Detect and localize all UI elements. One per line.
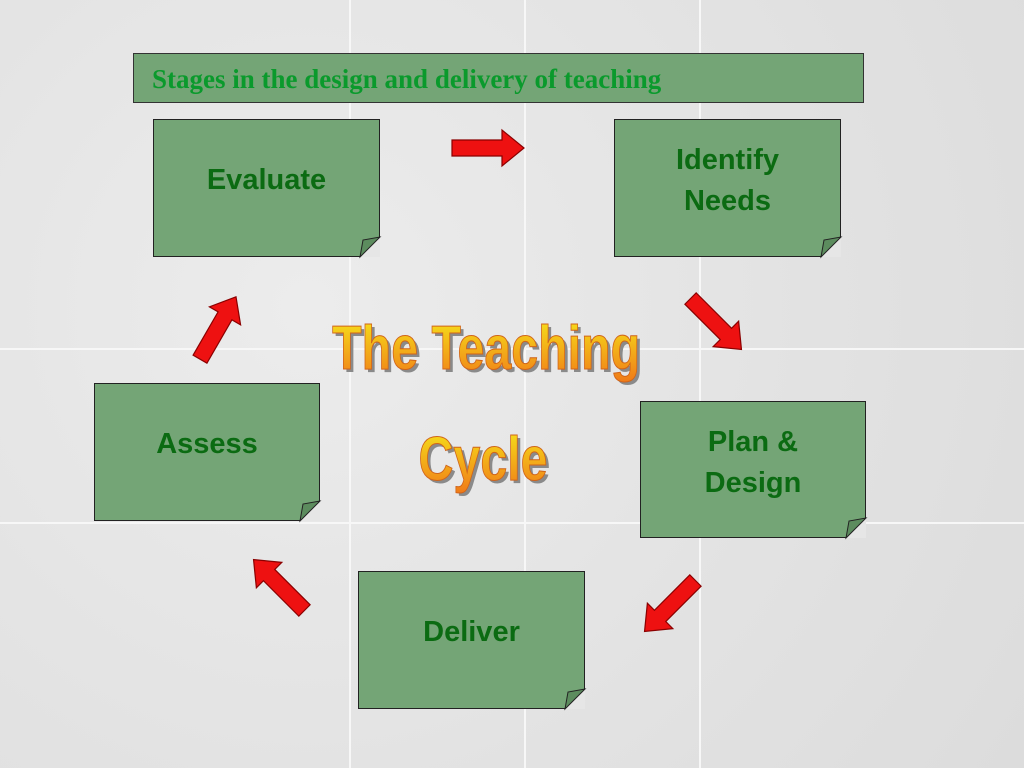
wordart-line2: Cycle xyxy=(419,424,548,493)
stage-box-assess: Assess xyxy=(94,383,322,523)
folded-corner-icon xyxy=(564,688,587,711)
stage-box-plan-design: Plan & Design xyxy=(640,401,868,540)
folded-corner-icon xyxy=(299,500,322,523)
stage-box-identify-needs: Identify Needs xyxy=(614,119,843,259)
arrow-down-left-icon xyxy=(631,567,709,645)
stage-label-evaluate: Evaluate xyxy=(206,164,327,196)
teaching-cycle-wordart: The Teaching The Teaching Cycle Cycle xyxy=(332,313,643,497)
stage-label-needs: Needs xyxy=(683,185,772,217)
stage-label-identify: Identify xyxy=(675,144,780,176)
wordart-line1-shadow: The Teaching xyxy=(335,316,643,385)
stage-label-design: Design xyxy=(704,467,802,499)
folded-corner-icon xyxy=(359,236,382,259)
slide-title: Stages in the design and delivery of tea… xyxy=(152,64,662,94)
arrow-up-left-icon xyxy=(240,546,318,624)
arrow-right-icon xyxy=(451,129,525,167)
arrow-down-right-icon xyxy=(677,285,755,363)
arrow-up-right-icon xyxy=(183,287,253,369)
stage-box-evaluate: Evaluate xyxy=(153,119,382,259)
stage-box-deliver: Deliver xyxy=(358,571,587,711)
folded-corner-icon xyxy=(820,236,843,259)
stage-label-plan: Plan & xyxy=(707,426,799,458)
wordart-line1: The Teaching xyxy=(332,313,640,382)
stage-label-assess: Assess xyxy=(156,428,258,460)
stage-label-deliver: Deliver xyxy=(423,616,520,648)
wordart-line2-shadow: Cycle xyxy=(422,427,551,496)
folded-corner-icon xyxy=(845,517,868,540)
title-bar: Stages in the design and delivery of tea… xyxy=(133,53,864,103)
